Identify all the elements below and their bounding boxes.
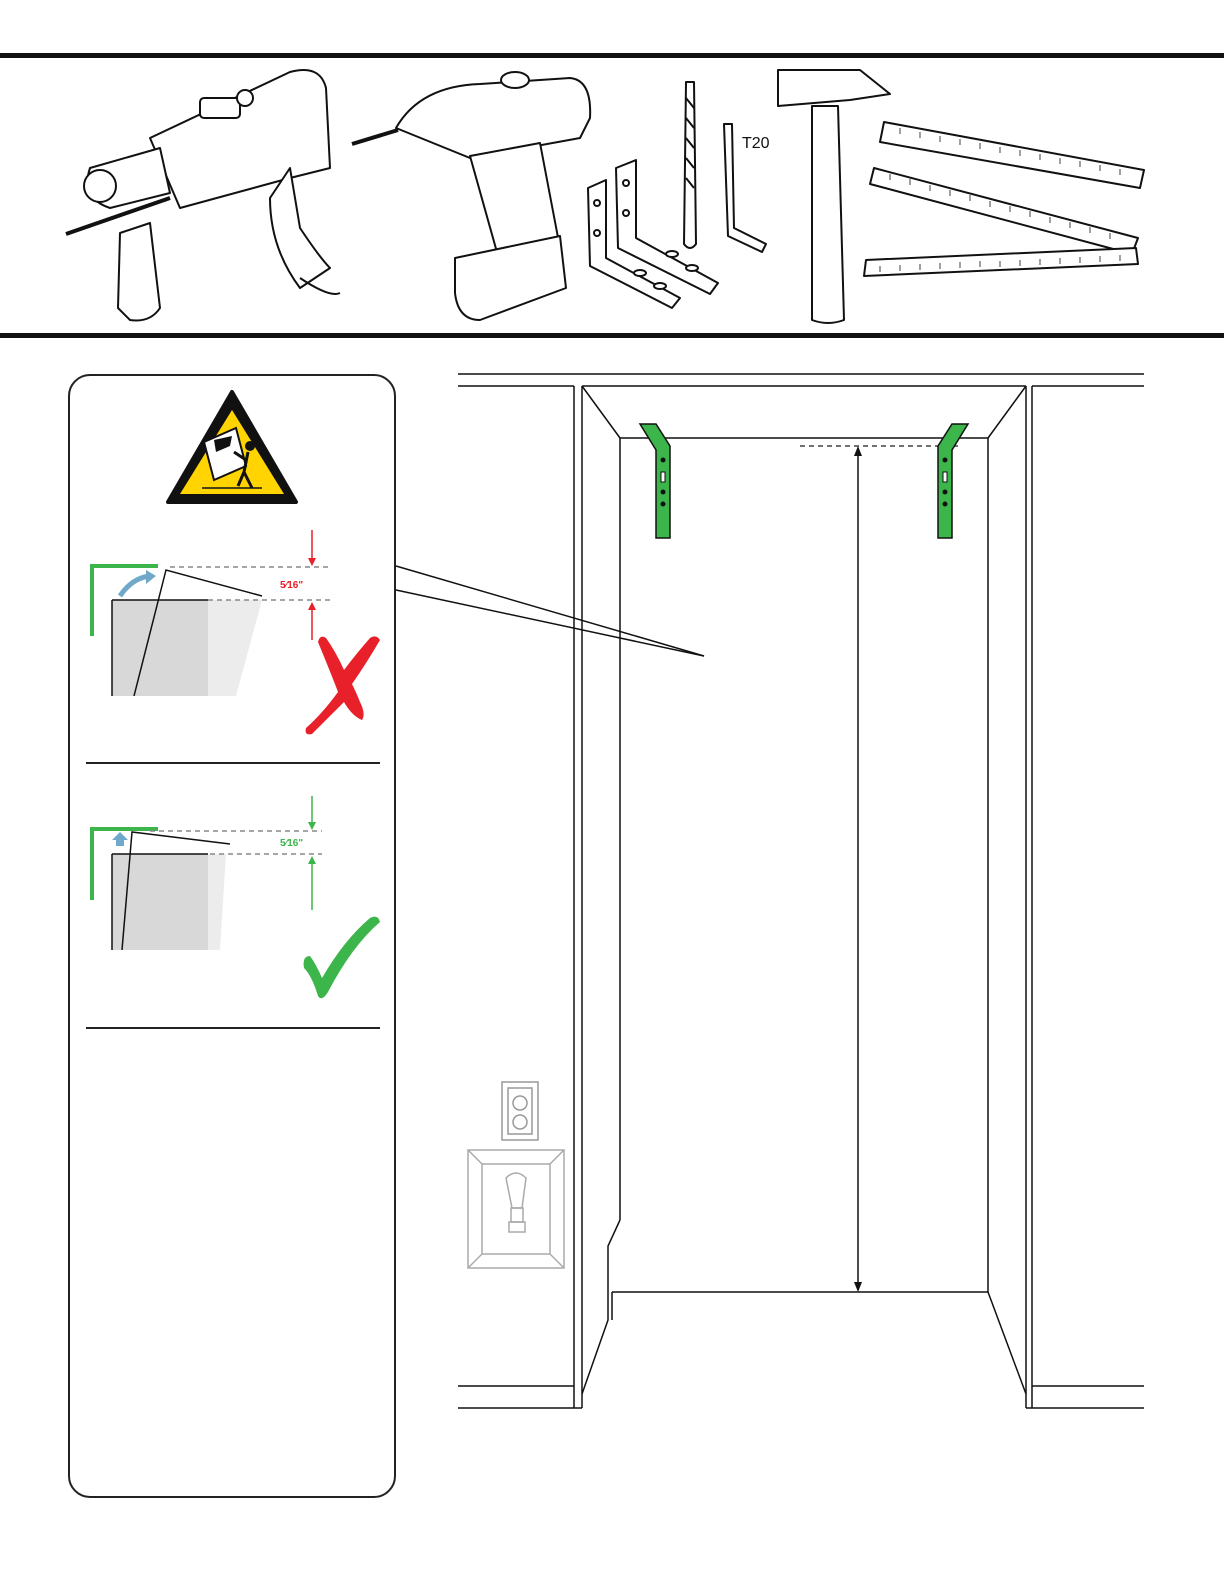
hammer-drill-icon — [66, 70, 340, 321]
cordless-drill-icon — [352, 72, 590, 320]
wall-bracket-right — [938, 424, 968, 538]
tools-row: T20 — [0, 58, 1224, 338]
warning-panel — [68, 374, 396, 1498]
height-arrow-bottom — [854, 1282, 862, 1292]
panel-divider-1 — [86, 762, 380, 764]
folding-rule-icon — [864, 122, 1144, 276]
callout-pointer — [396, 566, 704, 656]
torx-size-label: T20 — [742, 135, 770, 152]
height-arrow-top — [854, 446, 862, 456]
panel-divider-2 — [86, 1027, 380, 1029]
drill-bit-icon — [684, 82, 696, 248]
wall-outlet-icon — [502, 1082, 538, 1140]
alcove-drawing — [458, 374, 1144, 1408]
l-bracket-icon — [588, 160, 718, 308]
hammer-icon — [778, 70, 890, 323]
wall-bracket-left — [640, 424, 670, 538]
water-valve-box-icon — [468, 1150, 564, 1268]
